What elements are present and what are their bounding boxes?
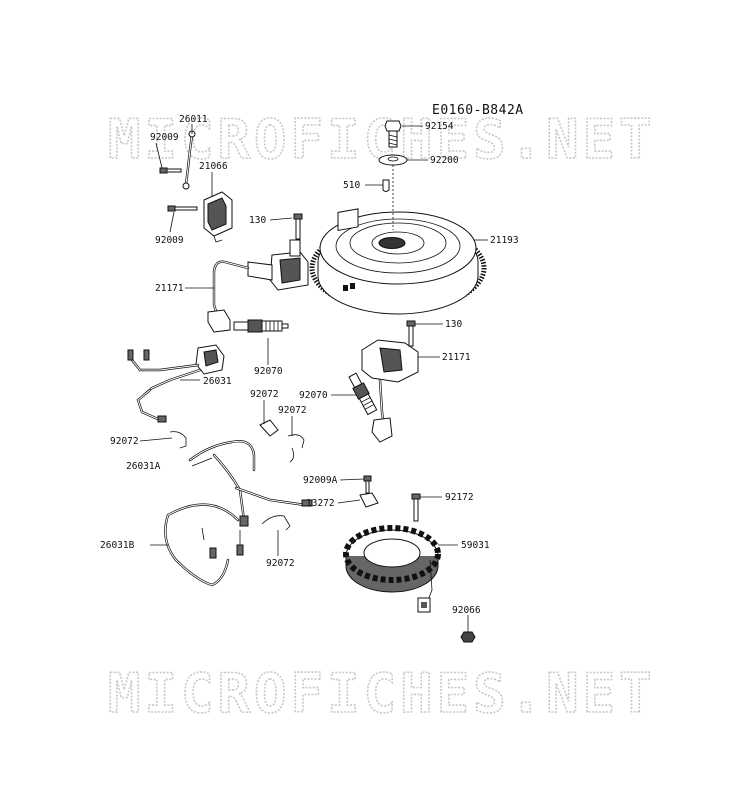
callout-92072-a: 92072 bbox=[250, 389, 279, 400]
screw-92009-bottom bbox=[167, 205, 198, 212]
harness-26031B bbox=[164, 503, 244, 587]
callout-92072-c: 92072 bbox=[110, 436, 139, 447]
callout-13272: 13272 bbox=[306, 498, 335, 509]
nut-92066 bbox=[460, 631, 476, 643]
callout-92072-b: 92072 bbox=[278, 405, 307, 416]
callout-59031: 59031 bbox=[461, 540, 490, 551]
callout-21193: 21193 bbox=[490, 235, 519, 246]
stator-bolt bbox=[411, 493, 421, 522]
screw-92009-top bbox=[159, 167, 182, 174]
hv-lead-left bbox=[212, 260, 250, 320]
clamp-92072-b bbox=[287, 434, 305, 463]
harness-26031 bbox=[127, 344, 225, 423]
clamp-92072-a bbox=[259, 419, 279, 437]
spark-plug-right bbox=[348, 372, 378, 416]
callout-26031B: 26031B bbox=[100, 540, 135, 551]
watermark-bottom: MICROFICHES.NET bbox=[108, 662, 656, 725]
harness-26031A bbox=[188, 440, 313, 527]
leader-lines bbox=[139, 124, 488, 632]
flywheel-bolt bbox=[384, 120, 402, 148]
callout-92009A: 92009A bbox=[303, 475, 338, 486]
diagram-code: E0160-B842A bbox=[432, 103, 524, 118]
callout-92200: 92200 bbox=[430, 155, 459, 166]
callout-21171-left: 21171 bbox=[155, 283, 184, 294]
callout-26031: 26031 bbox=[203, 376, 232, 387]
coil-bolt-left bbox=[293, 213, 303, 240]
ignition-coil-left bbox=[247, 239, 309, 291]
callout-26031A: 26031A bbox=[126, 461, 161, 472]
spark-plug-left bbox=[233, 319, 289, 333]
callout-26011: 26011 bbox=[179, 114, 208, 125]
callout-92070-left: 92070 bbox=[254, 366, 283, 377]
ignition-coil-right bbox=[361, 339, 419, 383]
woodruff-key bbox=[382, 179, 390, 192]
plug-cap-right bbox=[371, 417, 393, 443]
plug-cap-left bbox=[207, 309, 231, 333]
coil-bolt-right bbox=[406, 320, 416, 347]
callout-21171-right: 21171 bbox=[442, 352, 471, 363]
stator bbox=[343, 525, 441, 613]
callout-92072-d: 92072 bbox=[266, 558, 295, 569]
callout-92154: 92154 bbox=[425, 121, 454, 132]
callout-92009-top: 92009 bbox=[150, 132, 179, 143]
bolt-92009A bbox=[363, 475, 372, 494]
callout-92070-right: 92070 bbox=[299, 390, 328, 401]
clamp-92072-c bbox=[169, 431, 187, 449]
regulator bbox=[203, 191, 233, 243]
callout-92172: 92172 bbox=[445, 492, 474, 503]
callout-130-left: 130 bbox=[249, 215, 266, 226]
flywheel bbox=[309, 208, 487, 315]
callout-510: 510 bbox=[343, 180, 360, 191]
bracket-13272 bbox=[359, 492, 379, 508]
callout-130-right: 130 bbox=[445, 319, 462, 330]
washer bbox=[378, 154, 408, 166]
clamp-92072-d bbox=[261, 515, 291, 531]
callout-92066: 92066 bbox=[452, 605, 481, 616]
callout-21066: 21066 bbox=[199, 161, 228, 172]
callout-92009-bottom: 92009 bbox=[155, 235, 184, 246]
